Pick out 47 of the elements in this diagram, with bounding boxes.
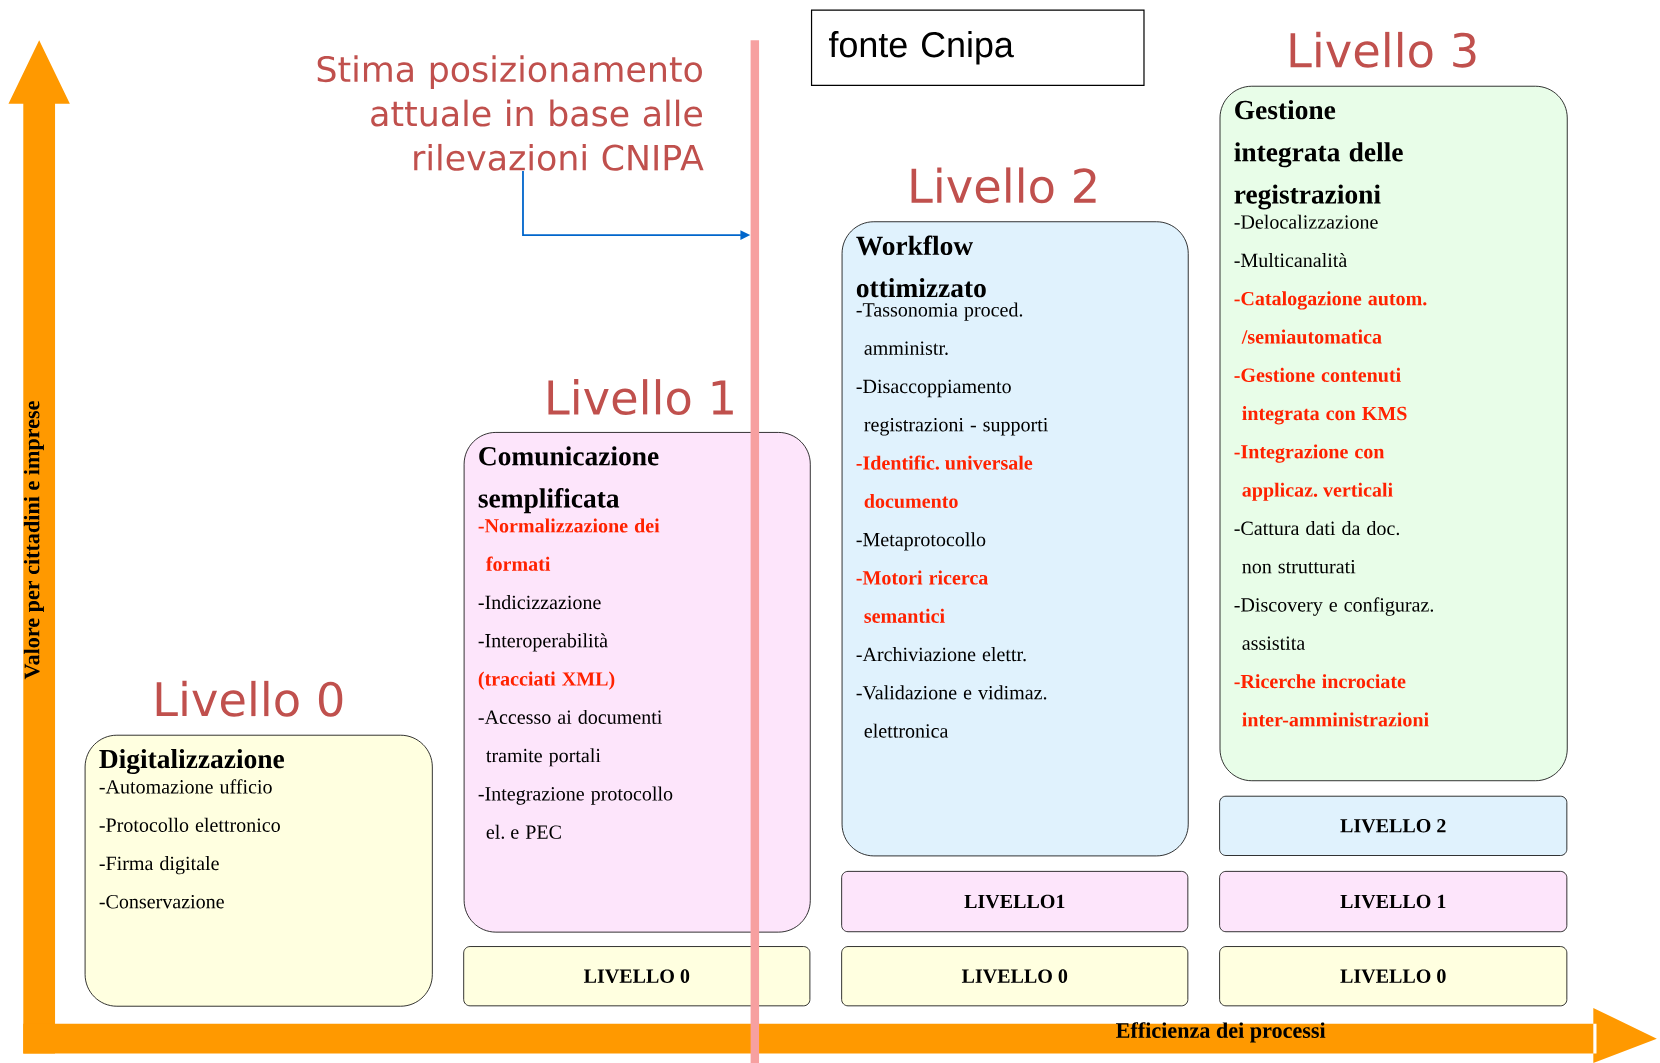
level-box: LIVELLO 0: [841, 946, 1189, 1007]
level-heading: Livello 3: [1290, 31, 1476, 68]
node-label: -Indicizzazione: [478, 595, 601, 610]
node-label: -Integrazione protocollo el. e PEC: [478, 786, 673, 839]
level-box: LIVELLO 1: [1219, 871, 1568, 933]
node-label: -Integrazione con applicaz. verticali: [1234, 444, 1393, 501]
node-label: Gestione integrata delle registrazioni: [1234, 99, 1403, 210]
node-label: -Protocollo elettronico: [99, 817, 280, 832]
level-box: LIVELLO 0: [1219, 946, 1568, 1007]
node-label: -Delocalizzazione: [1234, 214, 1378, 229]
node-label: (tracciati XML): [478, 671, 615, 690]
node-label: -Motori ricerca semantici: [856, 570, 988, 623]
node-label: -Archiviazione elettr.: [856, 647, 1026, 662]
node-label: -Gestione contenuti integrata con KMS: [1234, 367, 1407, 425]
node-label: -Multicanalità: [1234, 252, 1347, 268]
node-label: -Metaprotocollo: [856, 532, 986, 551]
level-box: LIVELLO 0: [463, 946, 811, 1007]
node-label: -Validazione e vidimaz. elettronica: [856, 685, 1047, 738]
node-label: -Cattura dati da doc. non strutturati: [1234, 520, 1400, 574]
source-box: fonte Cnipa: [810, 9, 1145, 86]
level-box: LIVELLO1: [841, 871, 1189, 933]
node-label: -Accesso ai documenti tramite portali: [478, 709, 662, 767]
node-label: -Tassonomia proced. amministr.: [856, 302, 1023, 355]
level-heading: Livello 2: [911, 167, 1096, 204]
node-label: -Ricerche incrociate inter-amministrazioni: [1234, 674, 1429, 727]
content-box: Gestione integrata delle registrazioni -Delocalizzazione -Multicanalità -Catalogazione autom. /semiautomatica -Gestione contenuti integrata con KMS -Integrazione con applicaz. verticali -Cattura dati da doc. non strutturati -Discovery e configuraz. assistita -Ricerche incrociate inter-amministrazioni: [1219, 85, 1568, 782]
node-label: -Identific. universale documento: [856, 455, 1033, 509]
node-label: -Firma digitale: [99, 856, 219, 875]
content-box: Digitalizzazione -Automazione ufficio -Protocollo elettronico -Firma digitale -Conservazione: [84, 734, 433, 1007]
node-label: -Normalizzazione dei formati: [478, 518, 660, 571]
level-heading: Livello 1: [548, 379, 733, 416]
axis-label: Valore per cittadini e imprese: [23, 401, 44, 680]
node-label: Digitalizzazione: [99, 748, 285, 775]
node-label: -Automazione ufficio: [99, 779, 272, 794]
node-label: -Interoperabilità: [478, 633, 608, 652]
node-label: -Catalogazione autom. /semiautomatica: [1234, 291, 1427, 344]
node-label: Workflow ottimizzato: [856, 235, 986, 298]
node-label: -Disaccoppiamento registrazioni - supporti: [856, 379, 1048, 436]
content-box: Comunicazione semplificata -Normalizzazione dei formati -Indicizzazione -Interoperabilità (tracciati XML) -Accesso ai documenti tramite portali -Integrazione protocollo el. e PEC: [463, 432, 811, 933]
content-box: Workflow ottimizzato -Tassonomia proced. amministr. -Disaccoppiamento registrazioni - supporti -Identific. universale documento -Metaprotocollo -Motori ricerca semantici -Archiviazione elettr. -Validazione e vidimaz. elettronica: [841, 221, 1189, 857]
node-label: -Discovery e configuraz. assistita: [1234, 597, 1434, 650]
note-text: Stima posizionamento attuale in base alle rilevazioni CNIPA: [317, 55, 704, 171]
level-heading: Livello 0: [156, 680, 343, 717]
level-box: LIVELLO 2: [1219, 795, 1568, 856]
node-label: -Conservazione: [99, 894, 224, 909]
node-label: Comunicazione semplificata: [478, 446, 659, 514]
axis-label: Efficienza dei processi: [1116, 1022, 1326, 1043]
